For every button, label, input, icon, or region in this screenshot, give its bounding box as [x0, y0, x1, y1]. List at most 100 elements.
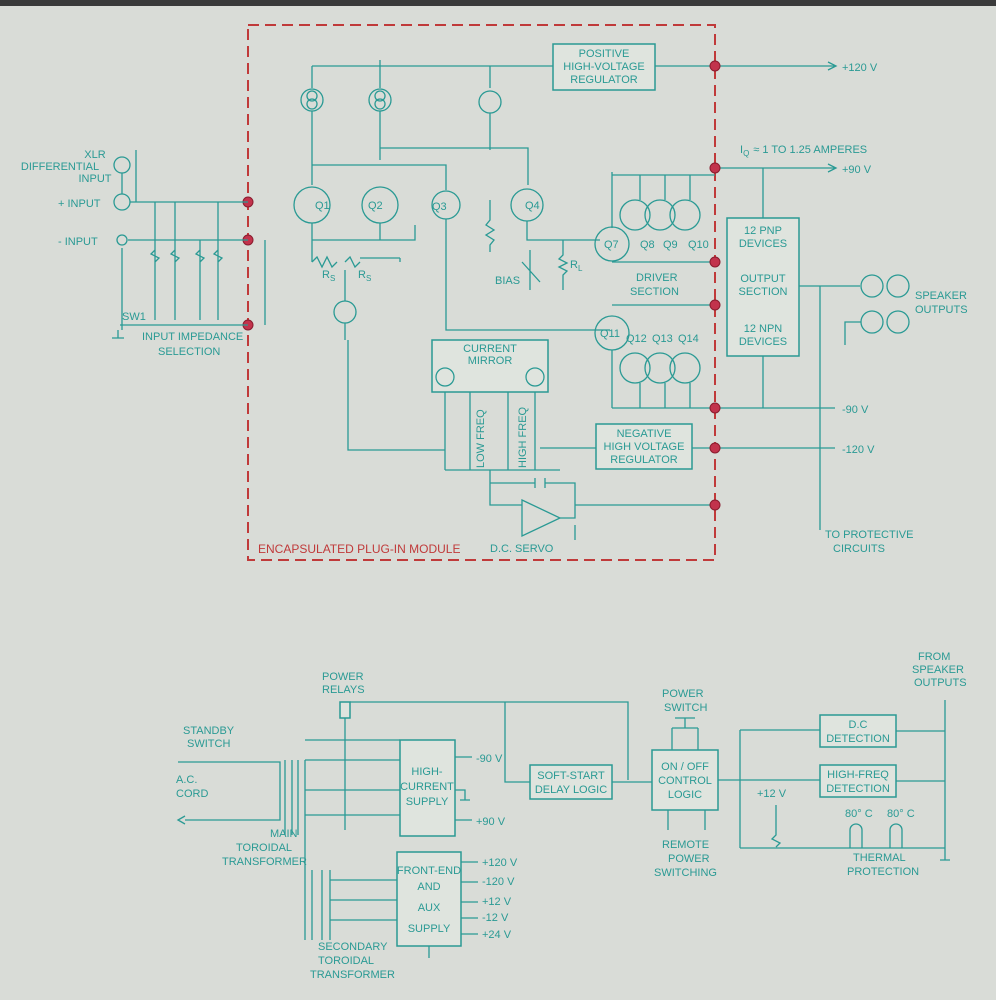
imp-label-2: SELECTION [158, 346, 220, 358]
plug-in-module-outline [247, 24, 716, 561]
rl-resistor [557, 240, 569, 290]
top-rail-arrow [827, 61, 838, 71]
hc-out-p90: +90 V [476, 816, 506, 828]
thermal-80-b: 80° C [887, 808, 915, 820]
q8-symbol [619, 199, 651, 231]
ac-label-2: CORD [176, 788, 208, 800]
dc-servo-label: D.C. SERVO [490, 543, 554, 555]
speaker-label-2: OUTPUTS [915, 304, 968, 316]
cm-line1: CURRENT [463, 343, 517, 355]
fe-line1: FRONT-END [397, 865, 461, 877]
npn-line1: 12 NPN [744, 323, 783, 335]
from-spk-label-2: SPEAKER [912, 664, 964, 676]
main-tr-label-3: TRANSFORMER [222, 856, 307, 868]
ss-line1: SOFT-START [537, 770, 605, 782]
sec-tr-label-1: SECONDARY [318, 941, 388, 953]
q1-label: Q1 [315, 200, 330, 212]
speaker-jack-2a [860, 310, 884, 334]
q2-label: Q2 [368, 200, 383, 212]
pos-reg-line3: REGULATOR [570, 74, 637, 86]
q13-label: Q13 [652, 333, 673, 345]
sec-tr-label-2: TOROIDAL [318, 955, 374, 967]
q14-label: Q14 [678, 333, 699, 345]
onoff-line2: CONTROL [658, 775, 712, 787]
npn-line2: DEVICES [739, 336, 787, 348]
driver-label-1: DRIVER [636, 272, 678, 284]
q14-symbol [669, 352, 701, 384]
on-off-logic-box [651, 749, 719, 811]
rs-label-2: RS [358, 269, 371, 283]
fe-line2: AND [417, 881, 440, 893]
q4-label: Q4 [525, 200, 540, 212]
pm90-rails [715, 167, 835, 409]
low-freq-label: LOW FREQ [475, 409, 487, 468]
dc-servo: D.C. SERVO [489, 470, 715, 555]
rs-resistors [311, 255, 361, 269]
hfd-line2: DETECTION [826, 783, 890, 795]
input-section: XLR DIFFERENTIAL INPUT + INPUT - INPUT S… [21, 149, 266, 358]
fe-out-m12: -12 V [482, 912, 509, 924]
hc-line3: SUPPLY [406, 796, 449, 808]
hfd-line1: HIGH-FREQ [827, 769, 889, 781]
hf-detection-box [819, 764, 897, 798]
ss-line2: DELAY LOGIC [535, 784, 607, 796]
plus-input-label: + INPUT [58, 198, 101, 210]
ac-label-1: A.C. [176, 774, 197, 786]
from-spk-label-3: OUTPUTS [914, 677, 967, 689]
high-current-supply-box [399, 739, 456, 837]
bias-pot [521, 250, 541, 290]
sw1-label: SW1 [122, 311, 146, 323]
pos-reg-line2: HIGH-VOLTAGE [563, 61, 645, 73]
fe-out-p12: +12 V [482, 896, 512, 908]
rail-m90-label: -90 V [842, 404, 869, 416]
out-line2: SECTION [739, 286, 788, 298]
iq-label: IQ≈ 1 TO 1.25 AMPERES [740, 144, 867, 158]
fe-out-p120: +120 V [482, 857, 518, 869]
rl-label: RL [570, 259, 583, 273]
relays-label-2: RELAYS [322, 684, 365, 696]
speaker-ground [844, 321, 861, 345]
from-spk-label-1: FROM [918, 651, 950, 663]
front-end-supply-box [396, 851, 462, 947]
remote-label-2: POWER [668, 853, 710, 865]
v12-label: +12 V [757, 788, 787, 800]
q7-label: Q7 [604, 239, 619, 251]
module-label: ENCAPSULATED PLUG-IN MODULE [258, 542, 460, 556]
remote-label-1: REMOTE [662, 839, 709, 851]
current-sources-top [300, 60, 529, 190]
q10-symbol [669, 199, 701, 231]
thermal-80-a: 80° C [845, 808, 873, 820]
main-tr-label-1: MAIN [270, 828, 298, 840]
thermal-label-2: PROTECTION [847, 866, 919, 878]
pnp-line1: 12 PNP [744, 225, 782, 237]
vas-wiring [445, 200, 610, 331]
q9-label: Q9 [663, 239, 678, 251]
rail-p120-label: +120 V [842, 62, 878, 74]
protect-label-2: CIRCUITS [833, 543, 885, 555]
fe-out-p24: +24 V [482, 929, 512, 941]
bias-label: BIAS [495, 275, 520, 287]
dc-detection-box [819, 714, 897, 748]
driver-lower: Q11 Q12 Q13 Q14 [594, 304, 715, 409]
psw-label-2: SWITCH [664, 702, 707, 714]
q12-symbol [619, 352, 651, 384]
xlr-label-3: INPUT [79, 173, 112, 185]
relays-label-1: POWER [322, 671, 364, 683]
negative-hv-regulator-block: NEGATIVE HIGH VOLTAGE REGULATOR [595, 423, 693, 470]
driver-upper: Q7 Q8 Q9 Q10 [594, 172, 715, 263]
neg-reg-line1: NEGATIVE [617, 428, 672, 440]
output-wiring [762, 168, 860, 530]
driver-label-2: SECTION [630, 286, 679, 298]
neg-reg-line2: HIGH VOLTAGE [604, 441, 685, 453]
sec-tr-label-3: TRANSFORMER [310, 969, 395, 981]
fe-line3: AUX [418, 902, 441, 914]
thermal-label-1: THERMAL [853, 852, 906, 864]
diff-pair-wiring [311, 223, 416, 262]
q11-label: Q11 [600, 328, 620, 340]
minus-input-label: - INPUT [58, 236, 98, 248]
dcd-line2: DETECTION [826, 733, 890, 745]
pos-reg-line1: POSITIVE [579, 48, 630, 60]
power-supply-section: POWER RELAYS STANDBY SWITCH A.C. CORD MA… [176, 651, 967, 981]
pnp-line2: DEVICES [739, 238, 787, 250]
